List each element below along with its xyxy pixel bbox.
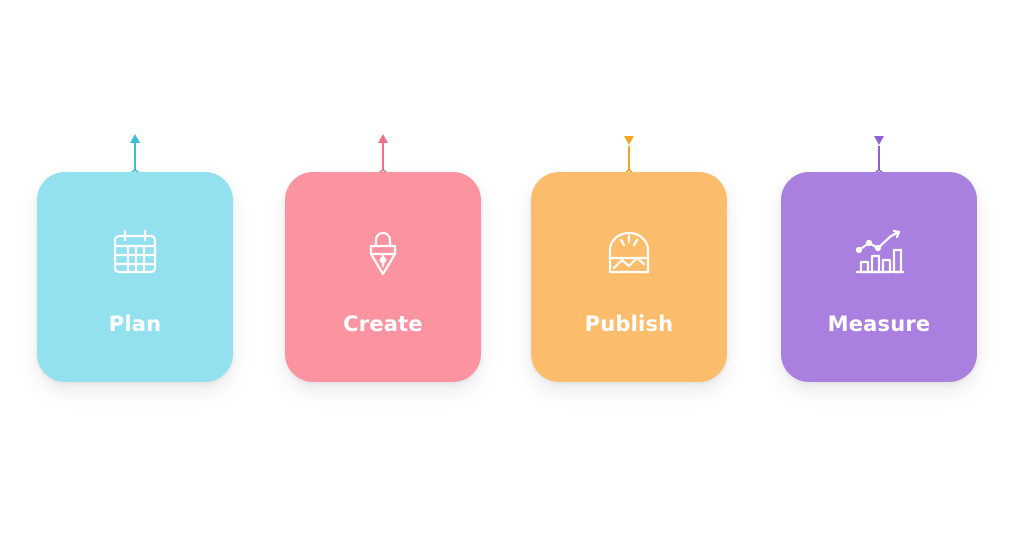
card-publish: Publish — [531, 172, 727, 382]
step-plan: Plan — [37, 132, 233, 382]
step-publish: Publish — [531, 132, 727, 382]
growth-chart-icon — [851, 224, 907, 280]
image-frame-icon — [601, 224, 657, 280]
step-create: Create — [285, 132, 481, 382]
card-create: Create — [285, 172, 481, 382]
step-label: Publish — [584, 312, 674, 336]
calendar-icon — [107, 224, 163, 280]
card-plan: Plan — [37, 172, 233, 382]
step-label: Plan — [108, 312, 162, 336]
step-label: Measure — [827, 312, 931, 336]
step-label: Create — [343, 312, 423, 336]
card-measure: Measure — [781, 172, 977, 382]
pen-nib-icon — [355, 224, 411, 280]
step-measure: Measure — [781, 132, 977, 382]
